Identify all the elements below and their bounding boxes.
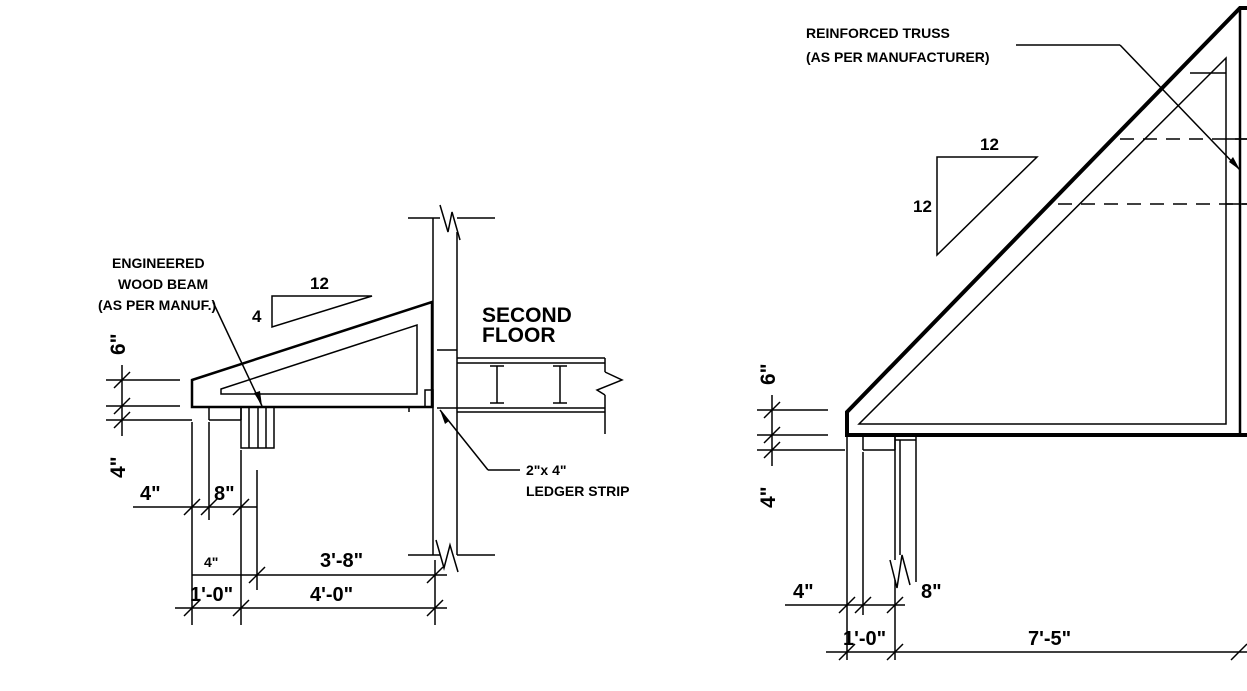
dim-overhang-total-label: 1'-0" [843, 628, 886, 650]
ledger-note-line-2: LEDGER STRIP [526, 483, 629, 499]
dim-offset-small-label: 4" [204, 554, 218, 570]
ledger-note-line-1: 2"x 4" [526, 462, 567, 478]
beam-note-line-1: ENGINEERED [112, 255, 205, 271]
left-vertical-dimensions: 6" 4" [106, 333, 192, 478]
left-slope-indicator: 12 4 [252, 274, 373, 329]
left-section-detail: 12 4 ENGINEERED WOOD BEAM (AS PER MANUF.… [98, 204, 629, 625]
i-joist-1 [490, 365, 504, 404]
second-floor-callout: SECOND FLOOR [482, 304, 572, 347]
dim-beam-width-label: 8" [214, 483, 235, 505]
i-joist-2 [553, 365, 567, 404]
right-horizontal-dimensions: 4" 8" 1'-0" 7'-5" [785, 437, 1247, 661]
right-slope-indicator: 12 12 [913, 135, 1039, 257]
truss-note-line-1: REINFORCED TRUSS [806, 25, 950, 41]
beam-note-line-2: WOOD BEAM [118, 276, 208, 292]
dim-soffit-label: 4" [757, 486, 780, 508]
slope-rise-label: 4 [252, 307, 262, 326]
dim-span-total-label: 7'-5" [1028, 628, 1071, 650]
dim-overhang-a-label: 4" [140, 483, 161, 505]
slope-run-label: 12 [310, 274, 329, 293]
slope-run-label: 12 [980, 135, 999, 154]
dim-fascia-label: 6" [757, 363, 780, 385]
beam-callout: ENGINEERED WOOD BEAM (AS PER MANUF.) [98, 255, 263, 407]
engineered-wood-beam [240, 406, 275, 449]
second-floor-framing [437, 349, 624, 434]
floor-label-line-2: FLOOR [482, 324, 556, 347]
dim-post-label: 8" [921, 581, 942, 603]
dim-overhang-a-label: 4" [793, 581, 814, 603]
left-wall [408, 204, 495, 573]
left-horizontal-dimensions: 4" 8" 4" 3'-8" 1'-0" 4'-0" [133, 422, 447, 625]
dim-fascia-label: 6" [107, 333, 130, 355]
right-section-detail: REINFORCED TRUSS (AS PER MANUFACTURER) 1… [757, 6, 1247, 661]
ledger-strip-callout: 2"x 4" LEDGER STRIP [439, 409, 629, 499]
right-vertical-dimensions: 6" 4" [757, 363, 845, 508]
dim-span-total-label: 4'-0" [310, 584, 353, 606]
dim-overhang-total-label: 1'-0" [190, 584, 233, 606]
dim-soffit-label: 4" [107, 456, 130, 478]
dim-span-inner-label: 3'-8" [320, 550, 363, 572]
slope-rise-label: 12 [913, 197, 932, 216]
reinforced-truss [845, 6, 1247, 437]
beam-note-line-3: (AS PER MANUF.) [98, 297, 216, 313]
left-roof-section [190, 300, 434, 421]
floor-label-line-1: SECOND [482, 304, 572, 327]
truss-callout: REINFORCED TRUSS (AS PER MANUFACTURER) [806, 25, 1241, 171]
right-post [862, 435, 917, 589]
truss-note-line-2: (AS PER MANUFACTURER) [806, 49, 990, 65]
